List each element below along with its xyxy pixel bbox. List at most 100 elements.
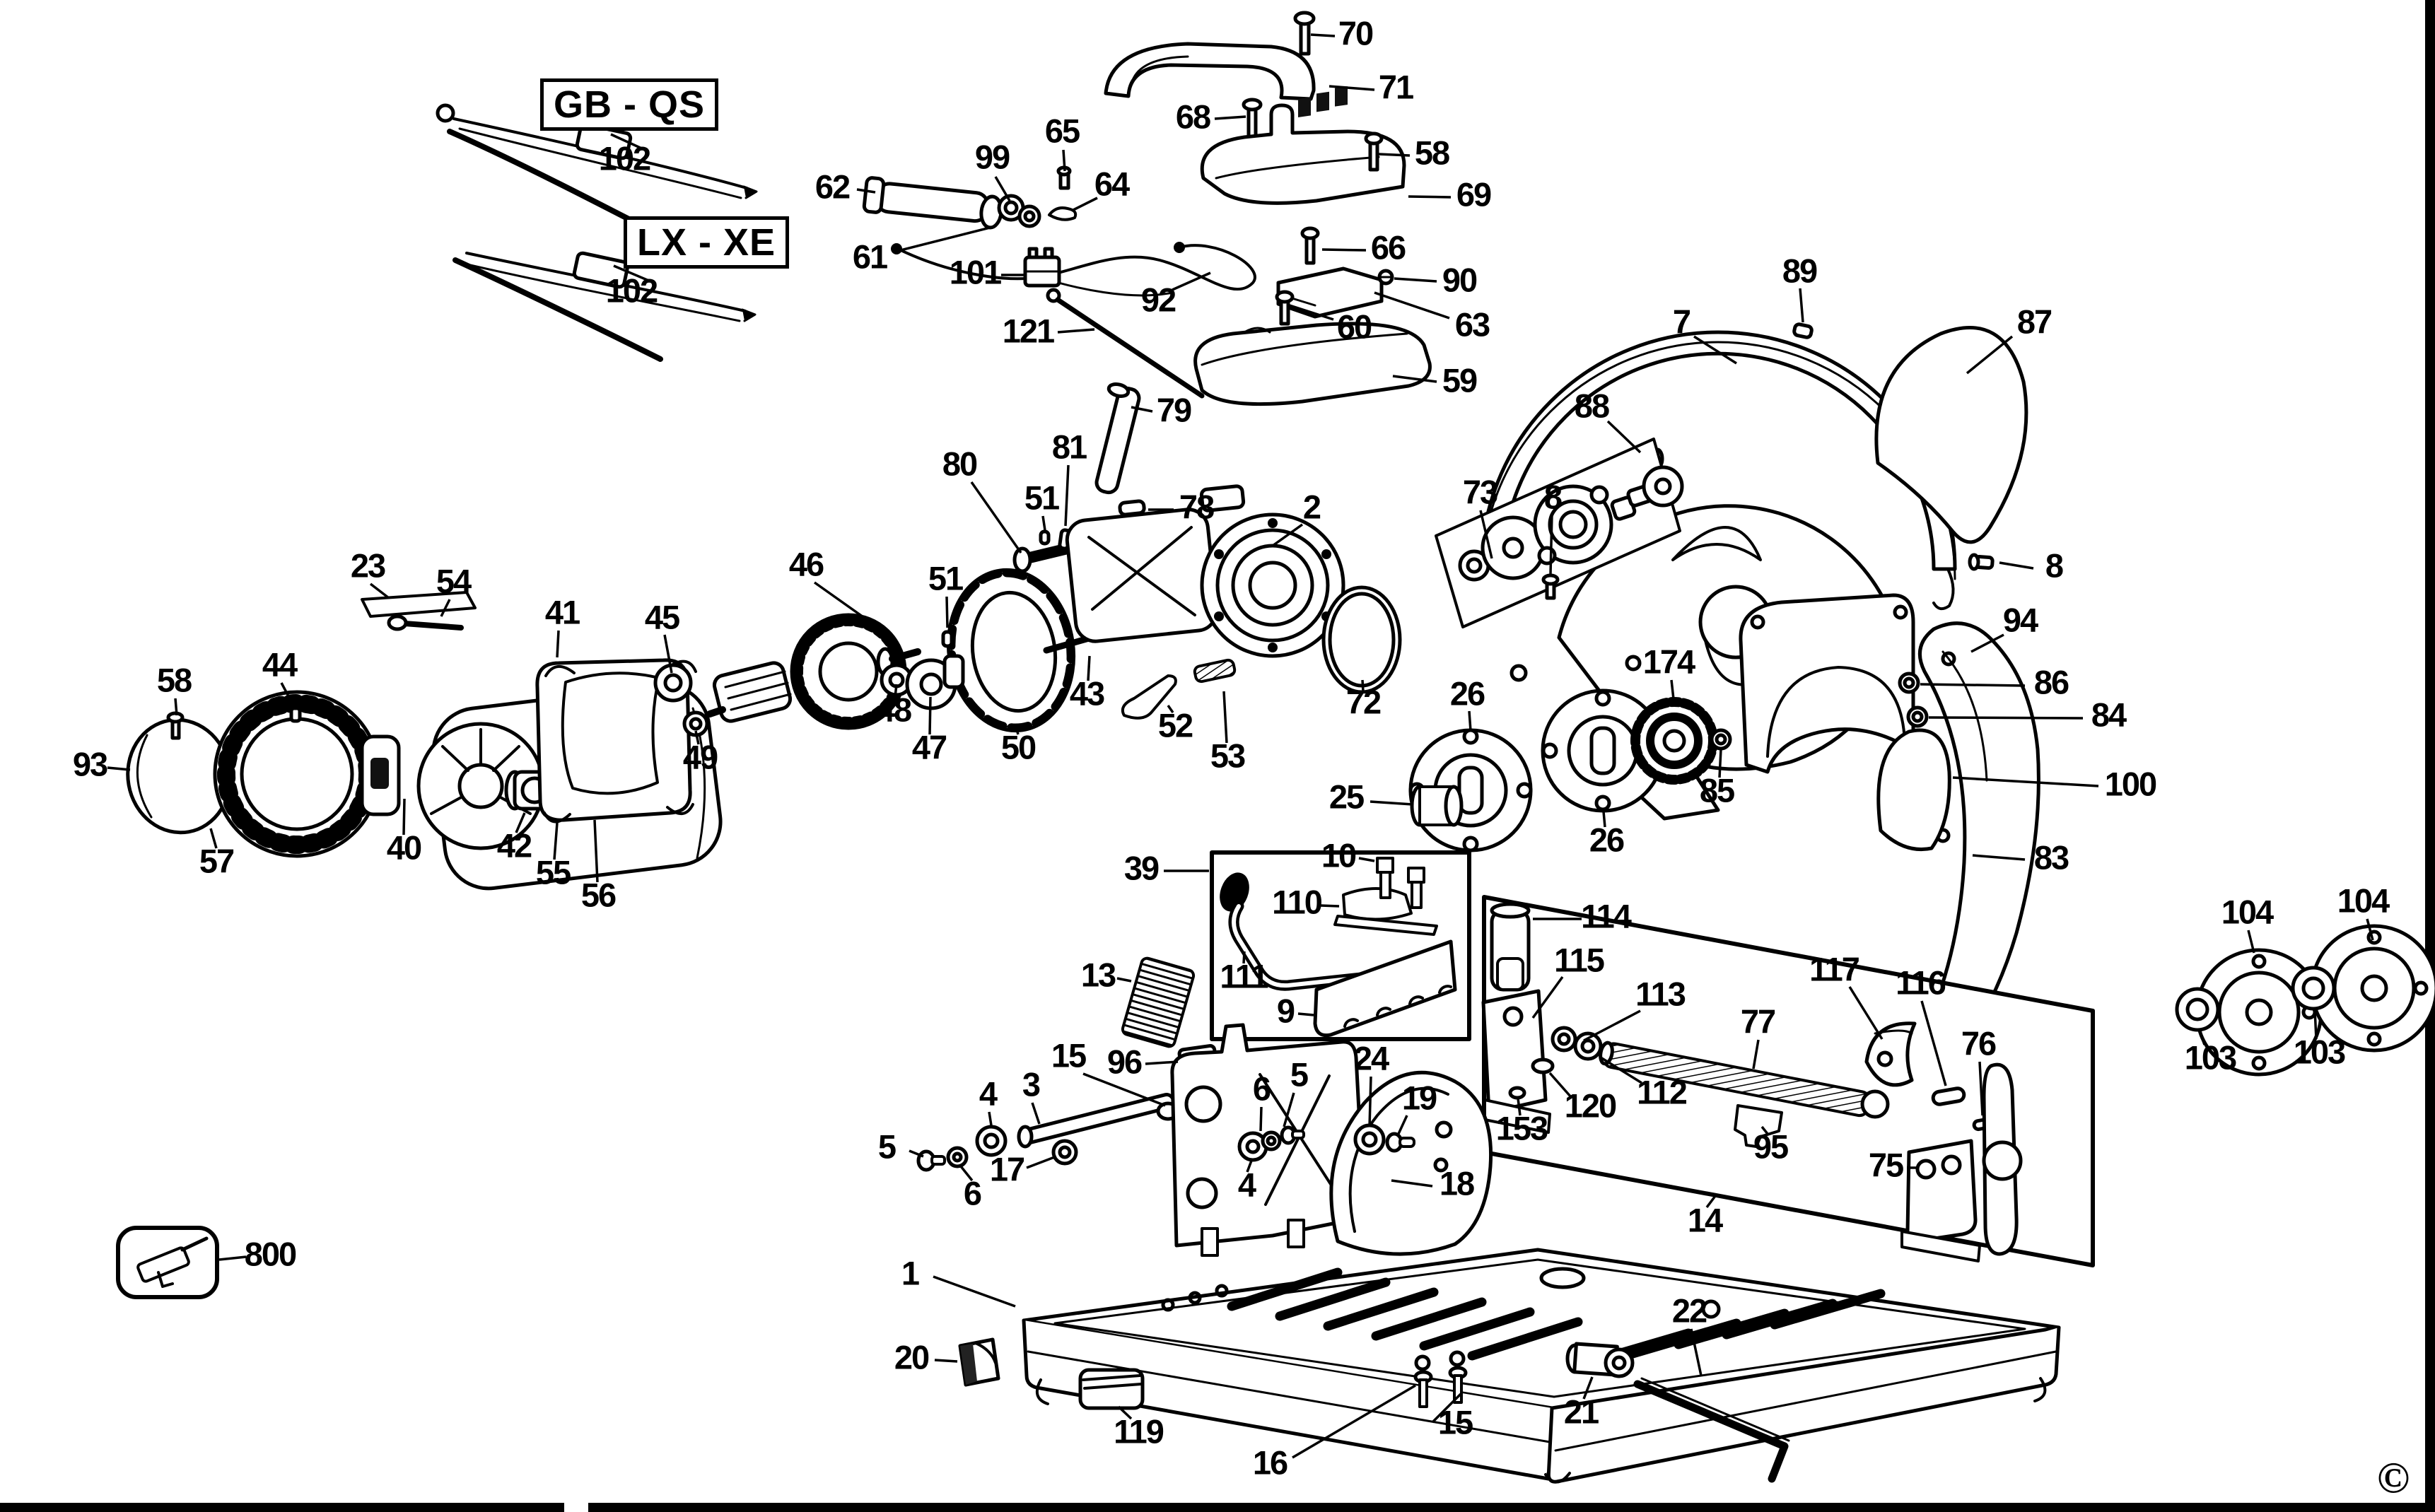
part-label-52: 52	[1158, 706, 1193, 744]
leader-line-104	[2366, 918, 2374, 941]
part-label-6: 6	[964, 1174, 981, 1212]
part-13-spring	[1121, 956, 1196, 1048]
part-5-screw-left	[916, 1149, 946, 1172]
part-label-69: 69	[1456, 175, 1491, 213]
leader-line-102	[613, 264, 651, 283]
part-16-screws	[1413, 1350, 1468, 1408]
part-45-bearing	[653, 663, 693, 703]
part-label-112: 112	[1637, 1073, 1687, 1110]
leader-line-60	[1289, 304, 1334, 321]
leader-line-800	[218, 1255, 247, 1261]
part-9-fence	[1313, 939, 1457, 1038]
part-75-support	[1900, 1062, 2023, 1262]
part-label-102: 102	[606, 271, 658, 309]
part-59-handle-base	[1193, 322, 1432, 406]
part-label-2: 2	[1303, 488, 1321, 525]
part-label-3: 3	[1022, 1065, 1040, 1103]
leader-line-88	[1606, 420, 1642, 454]
part-label-90: 90	[1442, 261, 1477, 298]
part-label-48: 48	[877, 691, 911, 728]
leader-line-13	[1116, 977, 1132, 983]
part-label-42: 42	[497, 826, 532, 864]
part-5-screw-right	[1280, 1125, 1305, 1145]
leader-line-19	[1397, 1115, 1408, 1135]
leader-line-50	[1015, 729, 1020, 735]
leader-line-7	[1693, 335, 1737, 365]
part-label-73: 73	[1463, 473, 1497, 510]
part-label-85: 85	[1700, 771, 1734, 809]
leader-line-80	[970, 481, 1022, 554]
part-label-53: 53	[1210, 737, 1245, 774]
leader-line-26	[1468, 710, 1472, 732]
variant-label-lx-xe: LX - XE	[623, 216, 790, 269]
part-guard-cover	[1739, 593, 1915, 774]
part-113-washer	[1551, 1026, 1577, 1053]
part-label-5: 5	[878, 1127, 896, 1165]
part-17-nut	[1051, 1139, 1078, 1166]
leader-line-2	[1271, 523, 1304, 547]
leader-line-48	[894, 684, 898, 698]
part-label-70: 70	[1338, 14, 1373, 52]
leader-line-55	[553, 822, 559, 860]
part-44-pin	[289, 706, 302, 723]
part-62-handle-tube	[862, 176, 1003, 230]
leader-line-76	[1978, 1061, 1984, 1116]
part-102-cable-lx	[452, 251, 757, 362]
leader-line-121	[1057, 328, 1095, 334]
part-800-grease-box	[116, 1226, 219, 1299]
part-72-o-ring	[1321, 585, 1402, 694]
part-label-26: 26	[1450, 674, 1485, 712]
leader-line-77	[1752, 1039, 1760, 1069]
leader-line-103	[2197, 1028, 2206, 1045]
leader-line-99	[994, 176, 1011, 201]
part-79-rod	[1094, 382, 1141, 495]
part-label-4: 4	[979, 1074, 998, 1112]
part-label-68: 68	[1176, 98, 1210, 135]
leader-line-10	[1358, 857, 1375, 862]
part-label-16: 16	[1253, 1443, 1287, 1481]
part-label-8: 8	[2045, 546, 2063, 584]
part-92-cord	[891, 242, 1256, 297]
part-label-22: 22	[1672, 1291, 1707, 1329]
leader-line-70	[1310, 33, 1336, 37]
part-114-handle	[1490, 902, 1531, 992]
part-21-lock-pin	[1565, 1342, 1635, 1378]
leader-line-5	[1283, 1092, 1295, 1127]
leader-line-44	[280, 682, 296, 708]
part-3-rod	[1017, 1093, 1175, 1149]
part-64-clip	[1048, 206, 1078, 221]
part-70-screw	[1293, 11, 1316, 56]
leader-line-93	[107, 766, 131, 771]
part-20-foot	[958, 1337, 1000, 1387]
part-25-bushing	[1410, 785, 1464, 827]
leader-line-92	[1172, 271, 1211, 291]
part-60-screw	[1275, 290, 1295, 326]
part-label-100: 100	[2105, 765, 2156, 802]
part-label-102: 102	[599, 139, 650, 177]
leader-line-57	[209, 828, 218, 849]
part-label-26: 26	[1589, 821, 1624, 858]
leader-line-102	[610, 133, 646, 151]
part-66-screw	[1300, 226, 1320, 265]
leader-line-58	[1378, 153, 1411, 157]
leader-line-100	[1952, 776, 2099, 787]
leader-line-79	[1131, 406, 1153, 413]
part-label-23: 23	[351, 546, 385, 584]
part-46-armature	[706, 613, 921, 730]
leader-line-25	[1370, 800, 1413, 806]
part-6-washer-left	[946, 1146, 969, 1168]
part-label-65: 65	[1045, 112, 1080, 149]
part-2-gear-case	[1065, 484, 1345, 658]
part-label-64: 64	[1094, 165, 1130, 202]
part-label-113: 113	[1635, 975, 1686, 1012]
part-label-58: 58	[1415, 134, 1449, 171]
part-label-19: 19	[1402, 1079, 1437, 1116]
part-58-screw-top	[1364, 131, 1384, 172]
part-85-nut	[1710, 728, 1732, 751]
leader-line-21	[1582, 1376, 1594, 1400]
part-label-104: 104	[2337, 881, 2390, 919]
part-label-51: 51	[928, 559, 963, 597]
leader-line-52	[1167, 704, 1174, 714]
